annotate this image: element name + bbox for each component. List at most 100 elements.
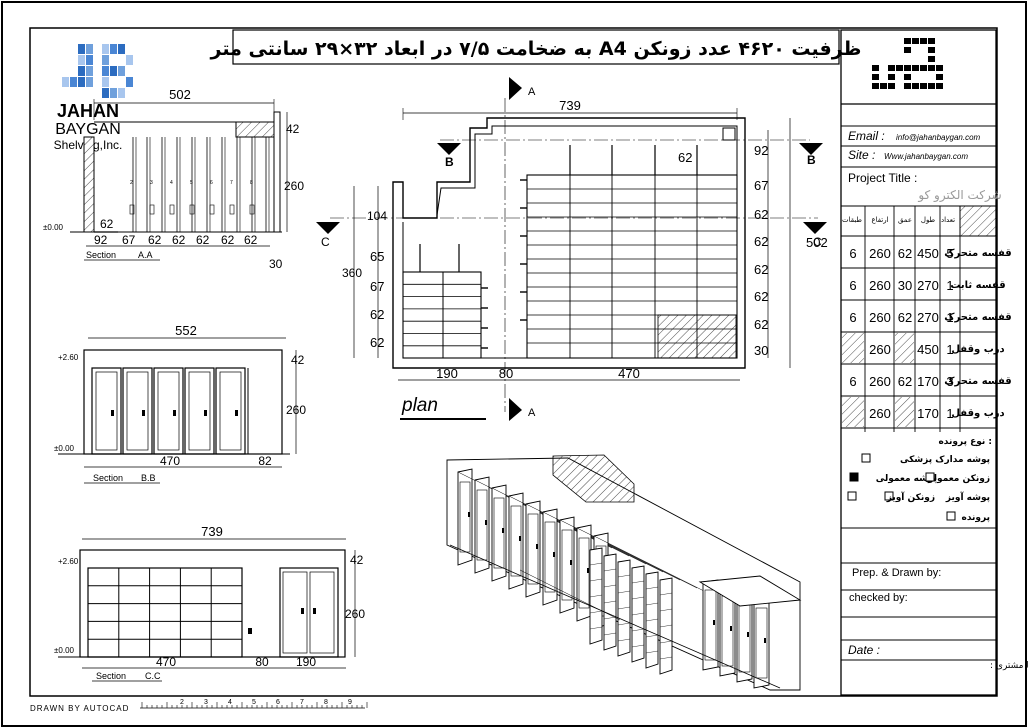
bb-right-top: 42: [291, 353, 305, 367]
date-label: Date :: [848, 643, 880, 657]
aa-bottom-dim: 62: [148, 233, 162, 247]
bb-top-dim: 552: [175, 323, 197, 338]
plan-left-dim: 67: [370, 279, 384, 294]
aa-bottom-dim: 62: [244, 233, 258, 247]
scale-label: 6: [276, 699, 280, 706]
row-length: 270: [917, 310, 939, 325]
plan-left-dim: 65: [370, 249, 384, 264]
file-option-checkbox[interactable]: [849, 472, 859, 482]
table-header: طول: [921, 216, 936, 224]
cc-top-dim: 739: [201, 524, 223, 539]
bb-bottom-dim-2: 82: [258, 454, 272, 468]
logo-baygan: BAYGAN: [55, 121, 121, 138]
project-value: شرکت الکترو کو: [917, 188, 1001, 203]
row-depth: 30: [898, 278, 912, 293]
plan-right-dim: 30: [754, 343, 768, 358]
scale-label: 4: [228, 699, 232, 706]
file-type-title: نوع پرونده :: [938, 437, 992, 447]
prep-label: Prep. & Drawn by:: [852, 567, 941, 579]
row-height: 260: [869, 310, 891, 325]
plan-right-dim: 62: [754, 234, 768, 249]
plan-left-total: 360: [342, 266, 362, 280]
signature-label: مهر و امضا مشتری :: [990, 661, 1028, 671]
table-header: تعداد: [941, 216, 955, 224]
bb-right-height: 260: [286, 403, 306, 417]
file-option-checkbox[interactable]: [946, 511, 956, 521]
email-value: info@jahanbaygan.com: [896, 133, 981, 142]
table-header: ارتفاع: [871, 216, 888, 224]
row-shelves: 6: [849, 374, 856, 389]
row-type: درب وقفل: [951, 408, 1004, 419]
plan-right-dim: 62: [754, 317, 768, 332]
title-block-logo-icon: [872, 38, 943, 89]
file-option-checkbox[interactable]: [847, 491, 857, 501]
plan-bottom-dim-2: 80: [499, 366, 513, 381]
plan-left-dim: 62: [370, 335, 384, 350]
row-shelves: 6: [849, 310, 856, 325]
cc-section-label: Section: [96, 671, 126, 681]
cc-right-height: 260: [345, 607, 365, 621]
plan-inner-dim: 62: [678, 150, 692, 165]
row-height: 260: [869, 342, 891, 357]
cc-level-zero: ±0.00: [54, 646, 75, 655]
logo-jahan: JAHAN: [57, 101, 119, 121]
aa-section-id: A.A: [138, 250, 153, 260]
plan-right-dim: 67: [754, 178, 768, 193]
scale-label: 3: [204, 699, 208, 706]
plan-marker-c-left: C: [321, 235, 330, 249]
file-option-label: پوشه مدارک پزشکی: [900, 455, 990, 465]
aa-bottom-dim: 67: [122, 233, 136, 247]
plan-marker-b-left: B: [445, 155, 454, 169]
cc-level-top: +2.60: [58, 557, 79, 566]
aa-right-top: 42: [286, 122, 300, 136]
row-shelves: 6: [849, 246, 856, 261]
svg-text:8: 8: [250, 180, 253, 186]
row-length: 270: [917, 278, 939, 293]
file-option-checkbox[interactable]: [861, 453, 871, 463]
title-text: ظرفیت ۴۶۲۰ عدد زونکن A4 به ضخامت ۷/۵ در …: [210, 38, 862, 60]
bb-bottom-dim-1: 470: [160, 454, 180, 468]
row-count: 1: [946, 278, 953, 293]
scale-label: 9: [348, 699, 352, 706]
site-value: Www.jahanbaygan.com: [884, 152, 968, 161]
plan-label: plan: [401, 395, 438, 416]
aa-top-dim: 502: [169, 87, 191, 102]
plan-left-top: 104: [367, 209, 387, 223]
plan-marker-a-top: A: [528, 86, 536, 98]
aa-inner-dim: 62: [100, 217, 114, 231]
section-cc: 739 42 260 +2.60 ±0.00 470 80 190 Sectio…: [54, 524, 365, 682]
aa-bottom-dim: 92: [94, 233, 108, 247]
bb-level-top: +2.60: [58, 353, 79, 362]
row-count: 1: [946, 406, 953, 421]
bb-level-zero: ±0.00: [54, 444, 75, 453]
file-option-checkbox[interactable]: [925, 472, 935, 482]
svg-text:5: 5: [190, 180, 193, 186]
plan-left-dim: 62: [370, 307, 384, 322]
row-length: 450: [917, 342, 939, 357]
project-label: Project Title :: [848, 171, 917, 185]
file-option-checkbox[interactable]: [884, 491, 894, 501]
aa-bottom-dim: 62: [196, 233, 210, 247]
scale-label: 2: [180, 699, 184, 706]
row-count: 1: [946, 342, 953, 357]
row-count: 3: [946, 374, 953, 389]
plan-right-total: 502: [806, 235, 828, 250]
cc-bottom-dim-2: 80: [255, 655, 269, 669]
plan-marker-b-right: B: [807, 153, 816, 167]
row-shelves: 6: [849, 278, 856, 293]
plan-bottom-dim-3: 470: [618, 366, 640, 381]
row-type: قفسه متحرک: [944, 248, 1011, 259]
svg-text:6: 6: [210, 180, 213, 186]
file-option-label: پوشه معمولی: [876, 474, 937, 484]
row-height: 260: [869, 246, 891, 261]
svg-text:2: 2: [130, 180, 133, 186]
aa-level-zero: ±0.00: [43, 223, 64, 232]
scale-label: 8: [324, 699, 328, 706]
section-bb: 552 42 260 +2.60 ±0.00 470 82 Section B.…: [54, 323, 306, 484]
svg-text:7: 7: [230, 180, 233, 186]
title-box: [232, 29, 840, 65]
